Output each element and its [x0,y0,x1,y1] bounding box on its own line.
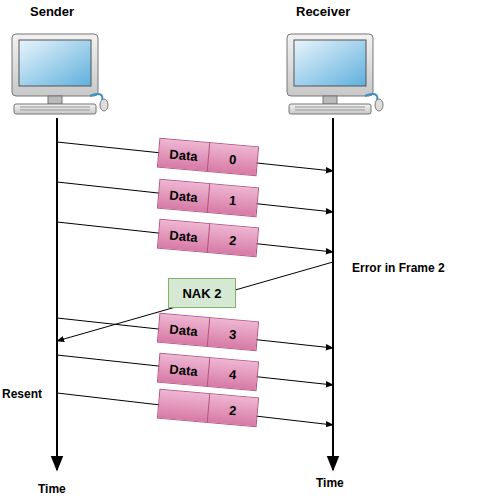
frame-number: 0 [229,151,238,167]
nak-arrow [57,262,333,341]
frame-number: 1 [229,192,238,208]
frame-type-cell: Data [158,314,210,346]
frame-type: Data [169,187,198,204]
computer-icon [12,34,108,114]
data-frame-box: Data 1 [157,179,259,218]
ack-frame-box: NAK 2 [168,278,236,308]
endpoint-label: Receiver [296,4,350,19]
monitor-case [12,34,98,96]
frame-type-cell: Data [158,354,210,386]
monitor-stand [323,96,337,104]
frame-number: 3 [229,326,238,342]
frame-number: 2 [229,232,238,248]
frame-number-cell: 1 [208,184,258,216]
mouse [100,99,108,111]
resent-note: Resent [2,387,42,401]
keyboard [14,104,96,114]
frame-number-cell: 4 [208,358,258,390]
frame-type-cell: Data [158,220,210,252]
frame-number: 4 [229,366,238,382]
axis-label: Time [316,476,344,490]
data-frame-box: 2 [157,389,259,428]
monitor-screen [294,40,366,86]
frame-type-cell: Data [158,180,210,212]
frame-type: Data [169,227,198,244]
monitor-screen [19,40,91,86]
frame-type-cell: Data [158,139,210,171]
endpoint-label: Sender [30,4,74,19]
data-frame-box: Data 2 [157,219,259,258]
mouse [375,99,383,111]
data-frame-box: Data 0 [157,138,259,177]
frame-number: 2 [229,402,238,418]
monitor-case [287,34,373,96]
computer-icon [287,34,383,114]
frame-type: Data [169,361,198,378]
keyboard [289,104,371,114]
data-frame-box: Data 4 [157,353,259,392]
frame-number-cell: 0 [208,143,258,175]
frame-number-cell: 3 [208,318,258,350]
frame-number-cell: 2 [208,394,258,426]
axis-label: Time [38,482,66,496]
monitor-stand [48,96,62,104]
keyboard-keys [295,107,365,110]
error-note: Error in Frame 2 [352,261,445,275]
mouse-cable [365,94,377,100]
keyboard-keys [20,107,90,110]
frame-type: Data [169,321,198,338]
data-frame-box: Data 3 [157,313,259,352]
sender-timeline [56,118,58,470]
frame-type: Data [169,146,198,163]
frame-type-cell [158,390,210,422]
mouse-cable [90,94,102,100]
frame-number-cell: 2 [208,224,258,256]
ack-label: NAK 2 [182,286,221,301]
